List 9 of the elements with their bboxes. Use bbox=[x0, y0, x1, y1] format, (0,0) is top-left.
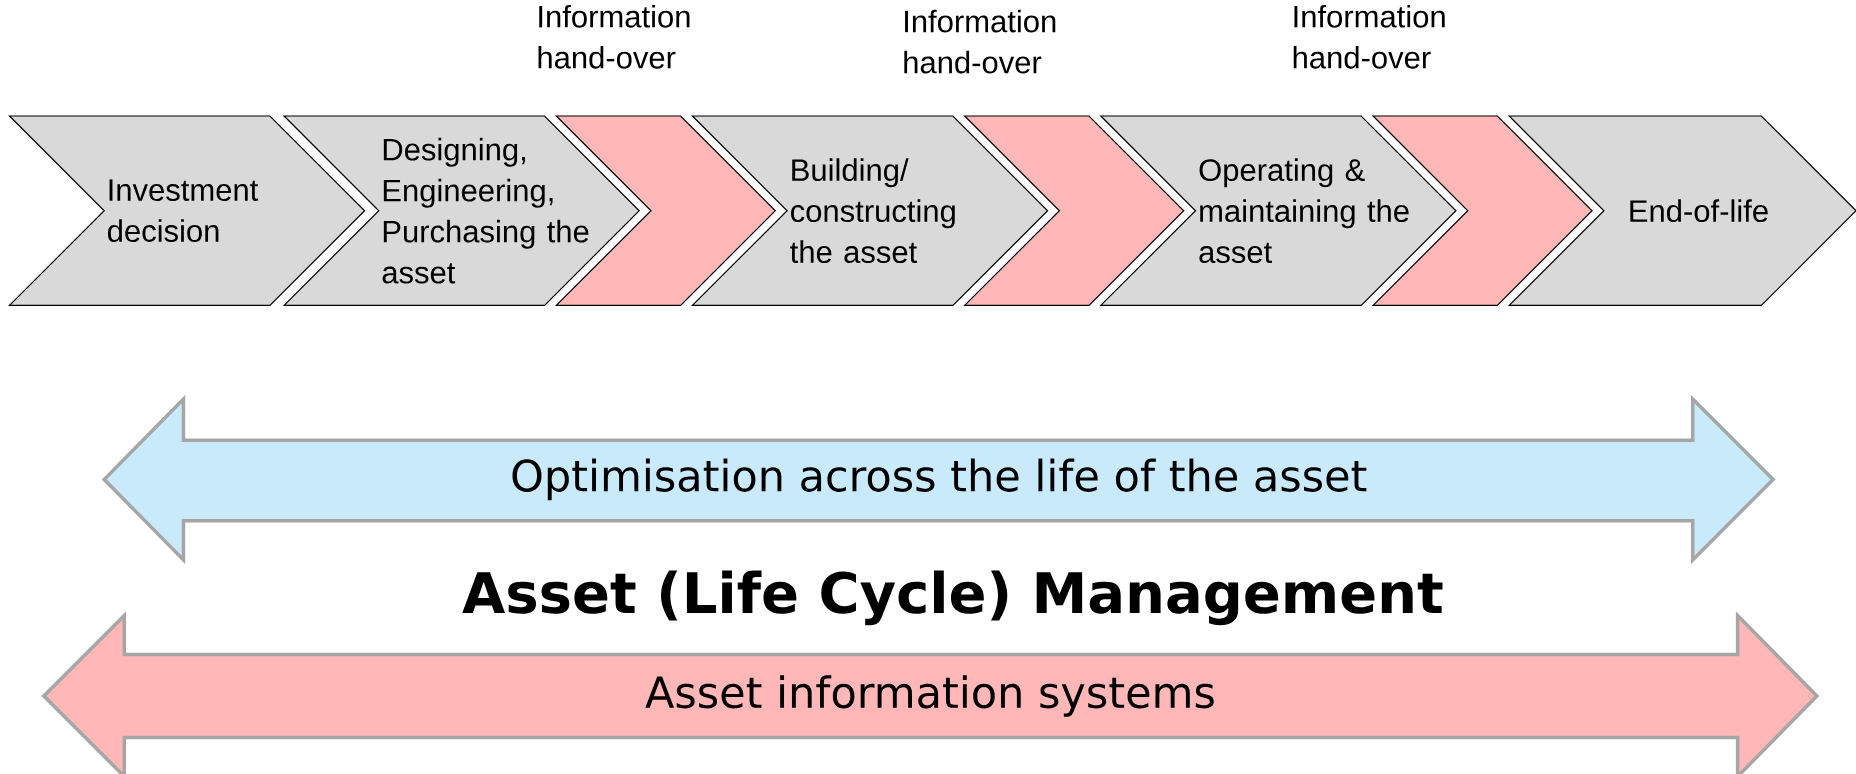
handover-label: Information hand-over bbox=[904, 9, 1056, 74]
handover-label: Information hand-over bbox=[538, 4, 690, 69]
chevron-step: Designing, Engineering, Purchasing the asset bbox=[282, 115, 641, 306]
chevron-step: End-of-life bbox=[1507, 115, 1856, 306]
chevron-step: Investment decision bbox=[8, 115, 366, 306]
chevron-step: Building/ constructing the asset bbox=[690, 115, 1049, 306]
handover-label: Information hand-over bbox=[1293, 4, 1445, 69]
chevron-step: Operating & maintaining the asset bbox=[1099, 115, 1457, 306]
chevron-step bbox=[963, 115, 1185, 306]
